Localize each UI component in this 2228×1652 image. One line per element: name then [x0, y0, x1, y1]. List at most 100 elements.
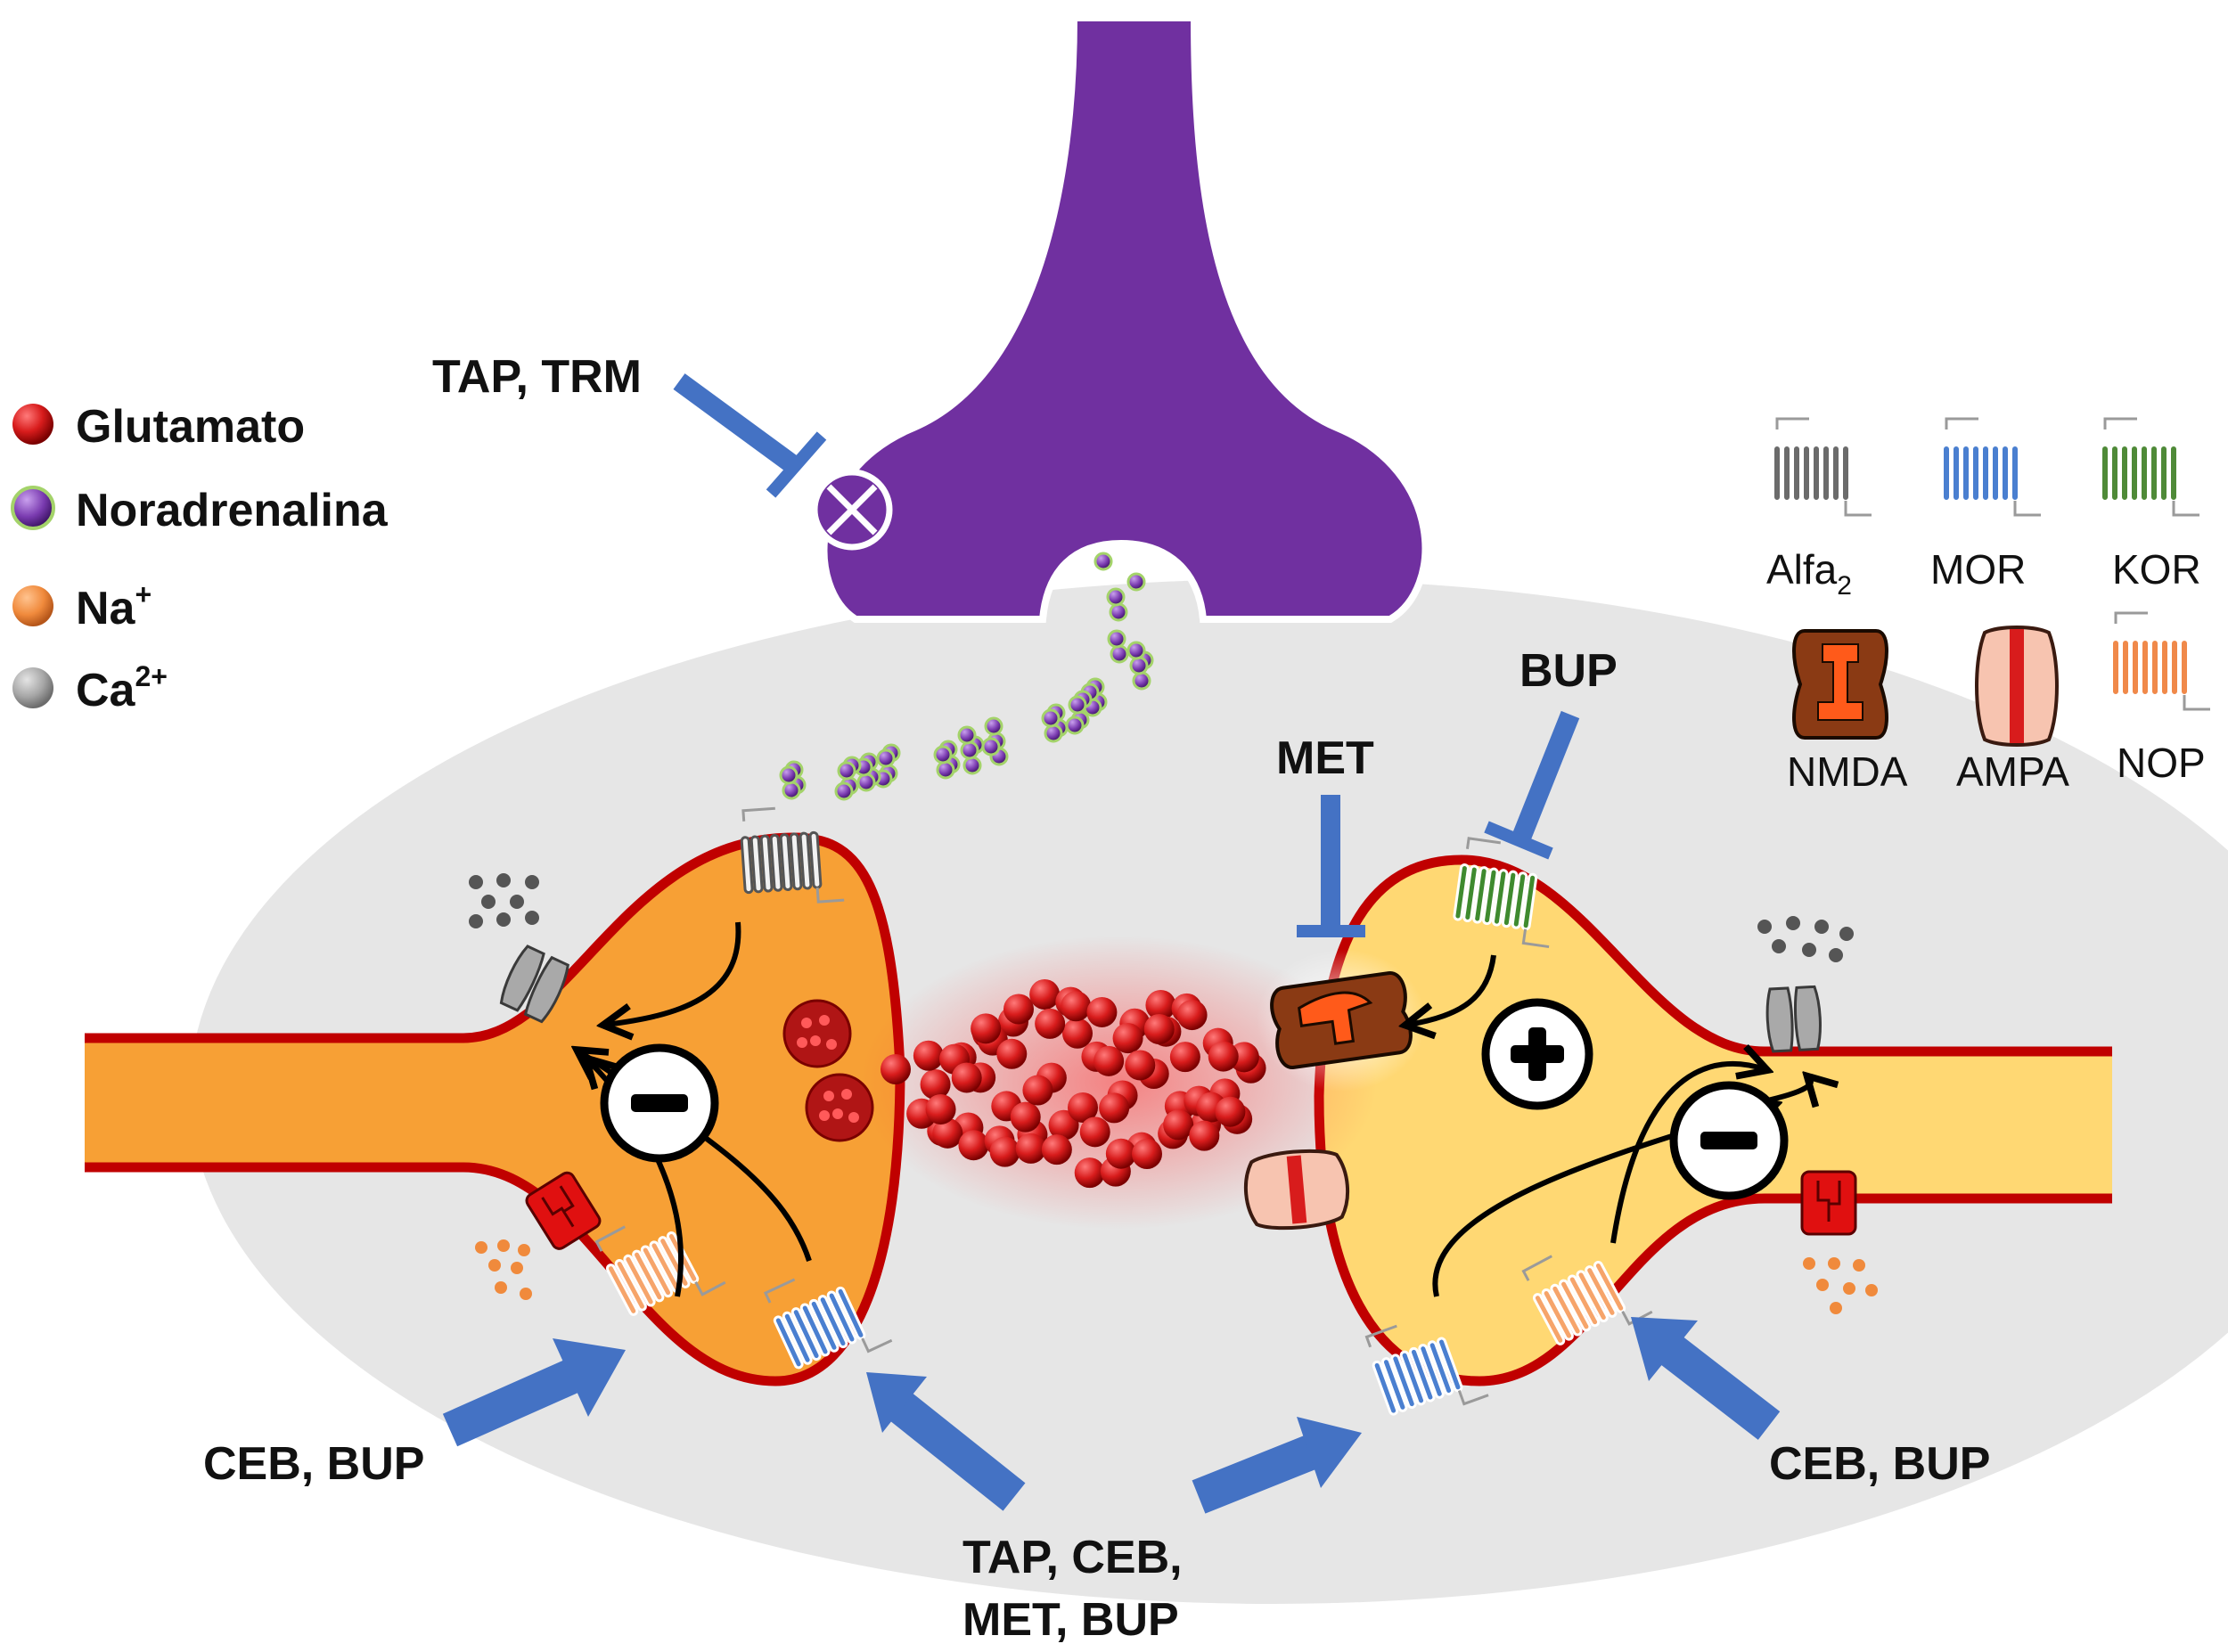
center-left-arrow	[866, 1372, 1026, 1511]
met-inhibit-arrow	[1297, 795, 1365, 937]
ceb-bup-left-arrow	[442, 1338, 626, 1447]
glutamato-molecule	[971, 1013, 1002, 1044]
glutamato-molecule	[1041, 1134, 1072, 1165]
glutamato-molecule	[1169, 1042, 1200, 1073]
glutamato-molecule	[913, 1040, 944, 1071]
ca-ions-left	[469, 873, 539, 928]
key-nmda-label: NMDA	[1787, 748, 1908, 795]
glutamato-molecule	[1189, 1120, 1220, 1151]
key-nop-label: NOP	[2117, 740, 2206, 786]
noradrenalina-molecule	[1041, 708, 1061, 728]
ceb-bup-right-arrow	[1631, 1317, 1781, 1440]
na-channel-right	[1800, 1170, 1857, 1236]
tap-trm-inhibit-arrow	[673, 373, 827, 498]
glutamato-molecule	[925, 1093, 956, 1125]
drug-label-ceb-bup-right: CEB, BUP	[1769, 1438, 1990, 1490]
glutamato-molecule	[920, 1068, 951, 1100]
glutamato-molecule	[1105, 1138, 1136, 1169]
ca-ions-right	[1757, 916, 1854, 962]
inhibition-sign-right	[1669, 1081, 1789, 1200]
glutamato-molecule	[881, 1054, 911, 1084]
glutamato-molecule	[1215, 1096, 1246, 1127]
noradrenalina-molecule	[1109, 602, 1128, 622]
glutamato-molecule	[1048, 1109, 1079, 1141]
legend-noradrenalina-label: Noradrenalina	[76, 485, 389, 536]
glutamato-molecule	[1029, 978, 1061, 1010]
glutamato-molecule	[1003, 994, 1034, 1025]
noradrenalina-molecule	[1129, 656, 1149, 675]
glutamato-molecule	[996, 1038, 1028, 1069]
glutamato-molecule	[989, 1136, 1020, 1167]
key-ampa-icon	[1975, 626, 2059, 747]
legend: Glutamato Noradrenalina Na+ Ca2+	[11, 401, 389, 716]
drug-label-center-line1: TAP, CEB,	[962, 1532, 1183, 1583]
noradrenalina-molecule	[1110, 644, 1129, 664]
glutamato-molecule	[958, 1130, 989, 1161]
receptor-key: Alfa2 MOR KOR NMDA AMPA NOP	[1766, 417, 2212, 795]
noradrenalina-molecule	[1065, 716, 1085, 735]
glutamato-molecule	[1099, 1092, 1130, 1124]
key-mor-label: MOR	[1930, 546, 2026, 593]
inhibition-sign-left	[600, 1043, 719, 1163]
noradrenalina-molecule	[1068, 695, 1087, 715]
glutamato-molecule	[1079, 1116, 1110, 1148]
noradrenalina-molecule	[962, 756, 982, 775]
glutamato-molecule	[1145, 989, 1176, 1020]
noradrenalina-molecule	[933, 745, 953, 765]
bup-inhibit-arrow	[1484, 710, 1580, 860]
legend-ca-icon	[12, 667, 53, 708]
glutamato-molecule	[1035, 1008, 1066, 1039]
glutamato-molecule	[1143, 1013, 1175, 1044]
excitation-sign-right	[1481, 998, 1593, 1110]
glutamato-molecule	[951, 1062, 982, 1093]
noradrenalina-molecule	[984, 716, 1003, 736]
noradrenalina-molecules	[779, 552, 1154, 801]
noradrenalina-molecule	[837, 761, 856, 781]
noradrenalina-molecule	[957, 725, 977, 745]
glutamato-molecule	[1176, 1000, 1208, 1031]
glutamate-vesicles	[782, 999, 874, 1142]
drug-label-bup-top: BUP	[1519, 645, 1618, 697]
glutamato-molecule	[1163, 1109, 1194, 1141]
noradrenalina-molecule	[1044, 724, 1063, 743]
drug-label-tap-trm: TAP, TRM	[432, 351, 642, 403]
legend-na-icon	[12, 585, 53, 626]
glutamato-molecule	[1208, 1041, 1239, 1072]
glutamato-molecule	[1074, 1157, 1105, 1189]
key-kor-icon	[2100, 417, 2201, 517]
noradrenalina-molecule	[876, 748, 896, 768]
legend-na-label: Na+	[76, 578, 152, 634]
noradrenalina-molecule	[782, 781, 801, 800]
key-ampa-label: AMPA	[1956, 748, 2069, 795]
noradrenalina-molecule	[856, 773, 876, 792]
glutamato-molecule	[1094, 1045, 1125, 1076]
key-alfa2-label: Alfa2	[1766, 546, 1852, 601]
noradrenalina-molecule	[936, 760, 955, 780]
noradrenalina-molecule	[1132, 671, 1151, 691]
glutamato-molecule	[932, 1117, 963, 1149]
drug-label-center-line2: MET, BUP	[962, 1594, 1179, 1646]
key-nmda-icon	[1792, 629, 1888, 740]
left-neuron	[85, 838, 900, 1381]
noradrenalina-molecule	[1094, 552, 1113, 571]
noradrenalina-molecule	[1107, 629, 1126, 649]
presynaptic-neuron	[820, 14, 1429, 623]
glutamato-molecule	[1125, 1050, 1156, 1081]
key-nop-icon	[2110, 611, 2212, 711]
noradrenalina-molecule	[779, 765, 799, 785]
drug-label-met: MET	[1276, 732, 1374, 784]
glutamato-molecule	[1015, 1133, 1046, 1164]
center-right-arrow	[1192, 1417, 1362, 1514]
noradrenalina-molecule	[1126, 641, 1146, 660]
glutamato-molecule	[1068, 1092, 1098, 1123]
na-ions-left	[475, 1239, 532, 1300]
noradrenalina-molecule	[1126, 572, 1146, 592]
glutamato-molecule	[1112, 1023, 1143, 1054]
noradrenalina-molecule	[834, 781, 854, 801]
legend-glutamato-icon	[12, 404, 53, 445]
nmda-receptor	[1270, 971, 1413, 1069]
drug-label-ceb-bup-left: CEB, BUP	[203, 1438, 424, 1490]
noradrenalina-molecule	[1106, 587, 1126, 607]
key-alfa2-icon	[1772, 417, 1873, 517]
